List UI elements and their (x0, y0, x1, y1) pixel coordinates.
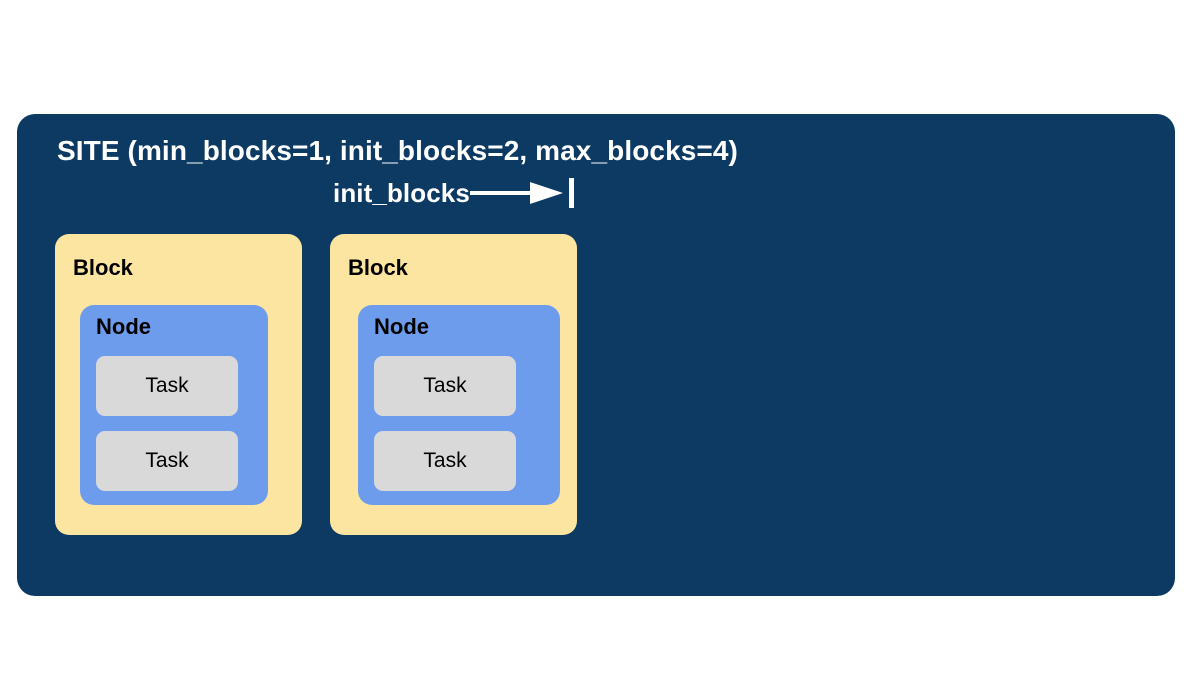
block-card: Block Node Task Task (55, 234, 302, 535)
vertical-bar-marker (568, 178, 574, 208)
node-label: Node (374, 314, 429, 339)
right-arrow-icon (469, 182, 563, 204)
site-panel: SITE (min_blocks=1, init_blocks=2, max_b… (17, 114, 1175, 596)
site-title: SITE (min_blocks=1, init_blocks=2, max_b… (57, 135, 738, 166)
block-card: Block Node Task Task (330, 234, 577, 535)
task-chip: Task (374, 356, 516, 416)
block-label: Block (73, 255, 133, 280)
task-chip: Task (96, 356, 238, 416)
init-blocks-label: init_blocks (333, 177, 470, 208)
task-chip: Task (374, 431, 516, 491)
block-label: Block (348, 255, 408, 280)
task-chip: Task (96, 431, 238, 491)
node-card: Node Task Task (358, 305, 560, 505)
node-label: Node (96, 314, 151, 339)
node-card: Node Task Task (80, 305, 268, 505)
init-blocks-annotation: init_blocks (333, 176, 574, 210)
